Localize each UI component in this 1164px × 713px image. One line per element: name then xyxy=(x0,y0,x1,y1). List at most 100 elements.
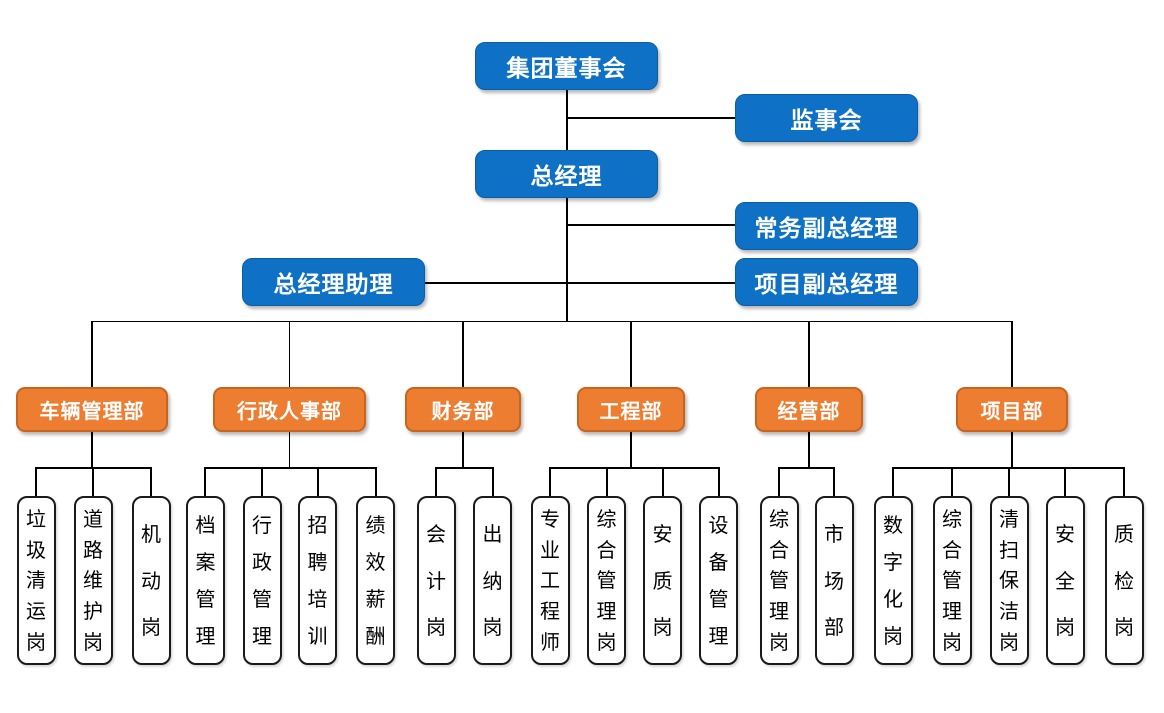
position-label: 安质岗 xyxy=(652,522,673,639)
position-label: 综合管理岗 xyxy=(942,506,962,655)
position-node: 道路维护岗 xyxy=(73,496,113,665)
org-node-board: 集团董事会 xyxy=(475,42,658,90)
org-node-general-manager: 总经理 xyxy=(475,150,658,198)
position-label: 清扫保洁岗 xyxy=(999,506,1019,655)
connector-drop xyxy=(435,467,437,497)
position-node: 综合管理岗 xyxy=(932,496,972,665)
connector-drop xyxy=(606,467,608,497)
position-label: 会计岗 xyxy=(426,522,446,639)
position-node: 质检岗 xyxy=(1104,496,1144,665)
position-node: 垃圾清运岗 xyxy=(16,496,56,665)
connector-supervisory xyxy=(567,117,735,119)
position-node: 机动岗 xyxy=(131,496,171,665)
connector-gm-assistant xyxy=(425,282,567,284)
position-label: 数字化岗 xyxy=(883,513,903,648)
position-label: 行政管理 xyxy=(252,513,272,648)
org-node-gm-assistant-label: 总经理助理 xyxy=(273,272,394,298)
position-node: 安全岗 xyxy=(1045,496,1085,665)
position-node: 市场部 xyxy=(814,496,854,665)
position-node: 招聘培训 xyxy=(298,496,337,665)
position-node: 行政管理 xyxy=(242,496,282,665)
connector-board-gm xyxy=(566,90,568,150)
connector-drop xyxy=(35,467,37,497)
org-node-project-deputy-gm-label: 项目副总经理 xyxy=(754,272,899,298)
position-label: 招聘培训 xyxy=(307,513,328,648)
connector-drop xyxy=(375,467,377,497)
position-node: 专业工程师 xyxy=(530,496,570,665)
position-bus xyxy=(549,467,720,469)
position-node: 档案管理 xyxy=(186,496,225,665)
position-node: 清扫保洁岗 xyxy=(989,496,1029,665)
position-label: 综合管理岗 xyxy=(596,506,617,655)
position-node: 综合管理岗 xyxy=(759,496,799,665)
connector-drop xyxy=(549,467,551,497)
connector-drop xyxy=(951,467,953,497)
connector-drop xyxy=(1008,467,1010,497)
org-node-executive-deputy-gm: 常务副总经理 xyxy=(735,202,918,250)
position-node: 设备管理 xyxy=(699,496,738,665)
connector-drop xyxy=(630,321,632,387)
position-label: 绩效薪酬 xyxy=(365,513,386,648)
org-node-supervisory-board-label: 监事会 xyxy=(790,108,863,134)
connector-drop xyxy=(261,467,263,497)
connector-drop xyxy=(91,321,93,387)
position-label: 档案管理 xyxy=(195,513,216,648)
position-label: 质检岗 xyxy=(1114,522,1134,639)
position-node: 出纳岗 xyxy=(473,496,512,665)
connector-drop xyxy=(662,467,664,497)
connector-drop xyxy=(808,431,810,468)
position-label: 垃圾清运岗 xyxy=(26,506,46,655)
department-bus xyxy=(91,320,1013,322)
dept-project: 项目部 xyxy=(956,387,1068,432)
dept-label: 车辆管理部 xyxy=(39,399,145,423)
position-node: 会计岗 xyxy=(416,496,456,665)
position-label: 专业工程师 xyxy=(540,506,560,655)
position-node: 绩效薪酬 xyxy=(356,496,395,665)
dept-label: 行政人事部 xyxy=(237,399,342,423)
position-bus xyxy=(778,467,835,469)
org-node-gm-assistant: 总经理助理 xyxy=(242,258,425,306)
connector-drop xyxy=(1011,321,1013,387)
dept-finance: 财务部 xyxy=(405,387,521,432)
dept-engineering: 工程部 xyxy=(577,387,685,432)
position-label: 设备管理 xyxy=(708,513,729,648)
position-label: 安全岗 xyxy=(1055,522,1075,639)
connector-drop xyxy=(288,321,290,387)
connector-drop xyxy=(808,321,810,387)
connector-drop xyxy=(317,467,319,497)
connector-exec-deputy xyxy=(567,224,735,226)
position-node: 综合管理岗 xyxy=(587,496,626,665)
dept-label: 财务部 xyxy=(431,399,495,423)
dept-label: 经营部 xyxy=(777,399,841,423)
connector-drop xyxy=(833,467,835,497)
dept-admin-hr: 行政人事部 xyxy=(213,387,366,432)
position-label: 出纳岗 xyxy=(482,522,503,639)
position-label: 道路维护岗 xyxy=(83,506,103,655)
connector-drop xyxy=(1064,467,1066,497)
connector-drop xyxy=(288,431,290,468)
position-node: 安质岗 xyxy=(643,496,682,665)
position-label: 机动岗 xyxy=(141,522,161,639)
connector-drop xyxy=(462,431,464,468)
org-node-general-manager-label: 总经理 xyxy=(530,164,603,190)
connector-project-deputy xyxy=(567,282,735,284)
org-node-supervisory-board: 监事会 xyxy=(735,94,918,142)
position-node: 数字化岗 xyxy=(873,496,913,665)
connector-drop xyxy=(91,431,93,468)
connector-drop xyxy=(204,467,206,497)
connector-drop xyxy=(630,431,632,468)
connector-drop xyxy=(778,467,780,497)
position-bus xyxy=(435,467,494,469)
org-node-board-label: 集团董事会 xyxy=(506,56,627,82)
connector-drop xyxy=(1123,467,1125,497)
position-label: 综合管理岗 xyxy=(769,506,789,655)
position-label: 市场部 xyxy=(824,522,844,639)
connector-drop xyxy=(492,467,494,497)
connector-drop xyxy=(462,321,464,387)
connector-drop xyxy=(718,467,720,497)
position-bus xyxy=(204,467,377,469)
org-node-executive-deputy-gm-label: 常务副总经理 xyxy=(754,216,899,242)
connector-trunk xyxy=(565,198,569,322)
connector-drop xyxy=(150,467,152,497)
